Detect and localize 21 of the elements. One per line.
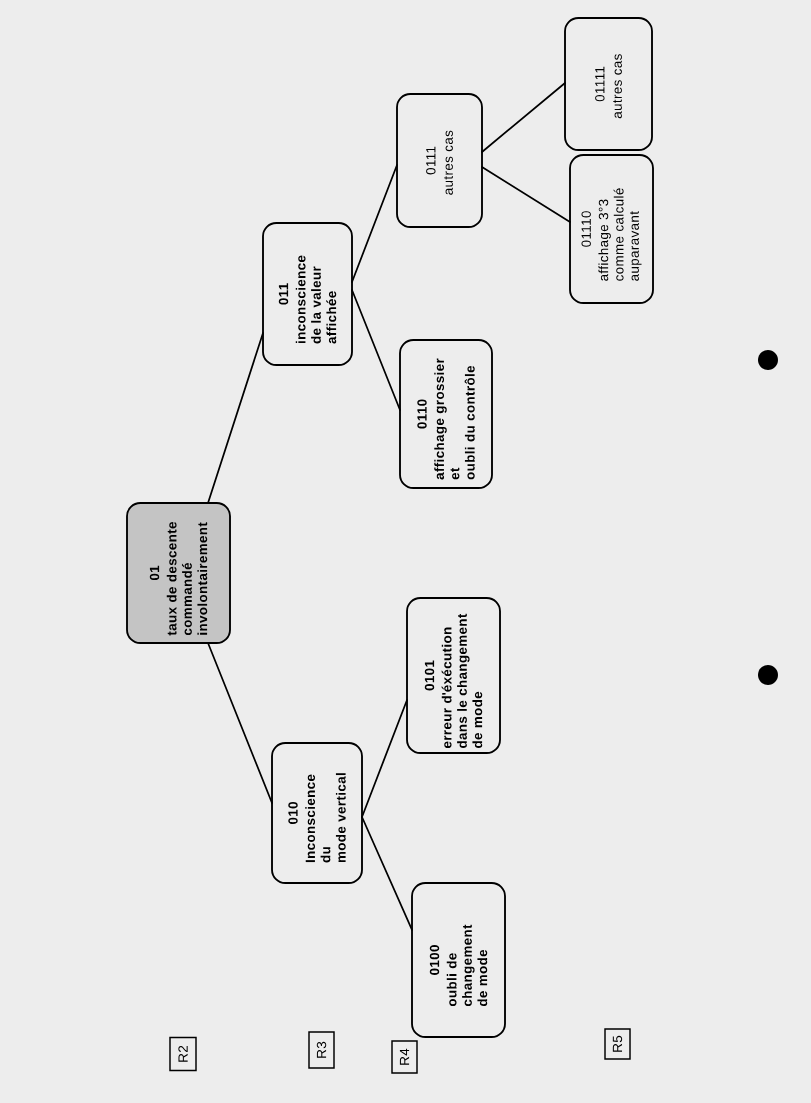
node-box: 01 taux de descente commandé involontairement: [126, 502, 231, 644]
connector-line: [481, 82, 566, 153]
node-box: 0111 autres cas: [396, 93, 483, 228]
connector-line: [351, 164, 398, 283]
connector-line: [351, 289, 401, 411]
connector-line: [361, 699, 408, 818]
level-box: R2: [169, 1036, 197, 1072]
level-box: R5: [604, 1028, 631, 1060]
connector-line: [361, 816, 413, 931]
node-box: 0101 erreur d'éxécution dans le changement de mode: [406, 597, 501, 754]
level-box: R4: [391, 1040, 418, 1074]
level-box: R3: [308, 1031, 335, 1069]
connector-line: [207, 642, 273, 804]
connector-line: [207, 332, 264, 504]
node-box: 011 inconscience de la valeur affichée: [262, 222, 353, 366]
node-box: 010 Inconscience du mode vertical: [271, 742, 363, 884]
node-box: 01110 affichage 3°3 comme calculé auparavant: [569, 154, 654, 304]
connector-line: [481, 166, 571, 223]
node-box: 01111 autres cas: [564, 17, 653, 151]
node-box: 0100 oubli de changement de mode: [411, 882, 506, 1038]
node-box: 0110 affichage grossier et oubli du contrôle: [399, 339, 493, 489]
